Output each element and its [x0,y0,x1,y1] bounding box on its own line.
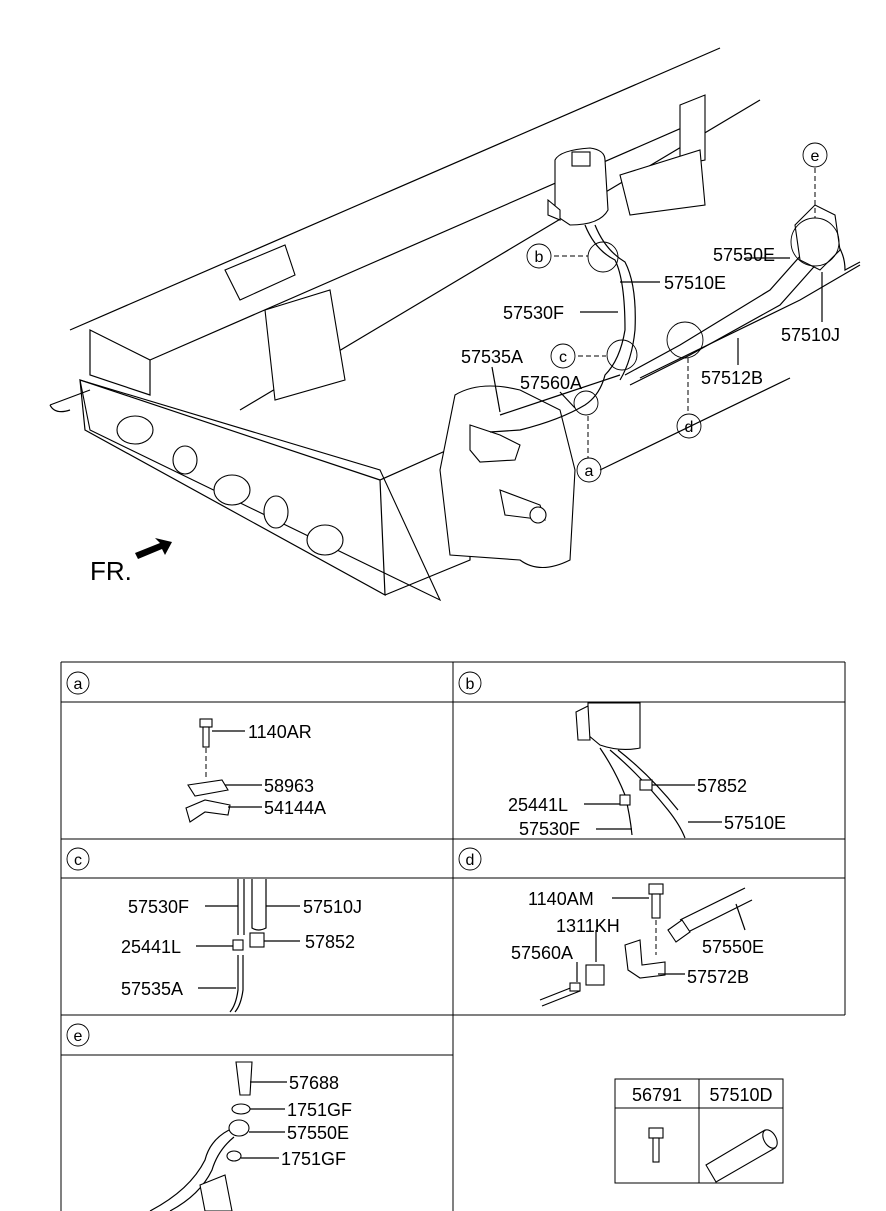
front-direction-marker: FR. [90,538,172,586]
svg-text:e: e [74,1028,83,1045]
svg-text:FR.: FR. [90,556,132,586]
bolt-icon [648,1127,664,1163]
detail-a-label-0: 1140AR [248,722,312,742]
detail-b-label-0: 57852 [697,776,747,796]
header-d: d [458,847,482,871]
detail-c-label-1: 57510J [303,897,362,917]
detail-d-label-4: 57572B [687,967,749,987]
svg-text:d: d [685,419,694,436]
detail-circles [573,217,840,416]
detail-c-drawing [196,879,300,1013]
svg-text:c: c [559,349,567,366]
detail-c-label-4: 57535A [121,979,183,999]
label-57535A: 57535A [461,347,523,367]
detail-e-drawing [149,1061,287,1211]
detail-a-drawing [185,718,262,823]
header-a: a [66,671,90,695]
callout-e: e [802,142,828,168]
detail-d-drawing [539,883,753,1007]
detail-d-label-1: 1311KH [556,916,620,936]
callout-d: d [676,413,702,439]
callout-b: b [526,243,552,269]
header-b: b [458,671,482,695]
label-57560A: 57560A [520,373,582,393]
callout-a: a [576,457,602,483]
detail-e-label-0: 57688 [289,1073,339,1093]
hose-lines [489,204,861,433]
detail-d-label-3: 57560A [511,943,573,963]
svg-text:b: b [466,676,475,693]
callout-c: c [550,343,576,369]
detail-a-label-2: 54144A [264,798,326,818]
svg-text:e: e [811,148,820,165]
label-57510J: 57510J [781,325,840,345]
label-57512B: 57512B [701,368,763,388]
detail-e-label-2: 57550E [287,1123,349,1143]
svg-text:a: a [74,676,83,693]
detail-e-label-1: 1751GF [287,1100,352,1120]
table-col-57510D: 57510D [709,1085,772,1105]
hose-sleeve-icon [705,1129,778,1183]
detail-b-drawing [575,702,722,839]
table-col-56791: 56791 [632,1085,682,1105]
header-e: e [66,1023,90,1047]
label-57510E: 57510E [664,273,726,293]
detail-c-label-2: 25441L [121,937,181,957]
detail-a-label-1: 58963 [264,776,314,796]
detail-d-label-2: 57550E [702,937,764,957]
svg-text:a: a [585,463,594,480]
parts-table: 56791 57510D [614,1078,784,1184]
detail-c-label-0: 57530F [128,897,189,917]
detail-b-label-2: 57530F [519,819,580,839]
svg-text:d: d [466,852,475,869]
label-57550E: 57550E [713,245,775,265]
detail-b-label-3: 57510E [724,813,786,833]
arrow-icon [135,538,172,559]
header-c: c [66,847,90,871]
detail-e-label-3: 1751GF [281,1149,346,1169]
chassis-frame [49,47,761,602]
label-57530F: 57530F [503,303,564,323]
detail-grid [60,661,846,1211]
svg-text:b: b [535,249,544,266]
callout-leaders [491,168,823,471]
reservoir [547,147,609,226]
svg-text:c: c [74,852,82,869]
detail-d-label-0: 1140AM [528,889,594,909]
detail-c-label-3: 57852 [305,932,355,952]
detail-b-label-1: 25441L [508,795,568,815]
